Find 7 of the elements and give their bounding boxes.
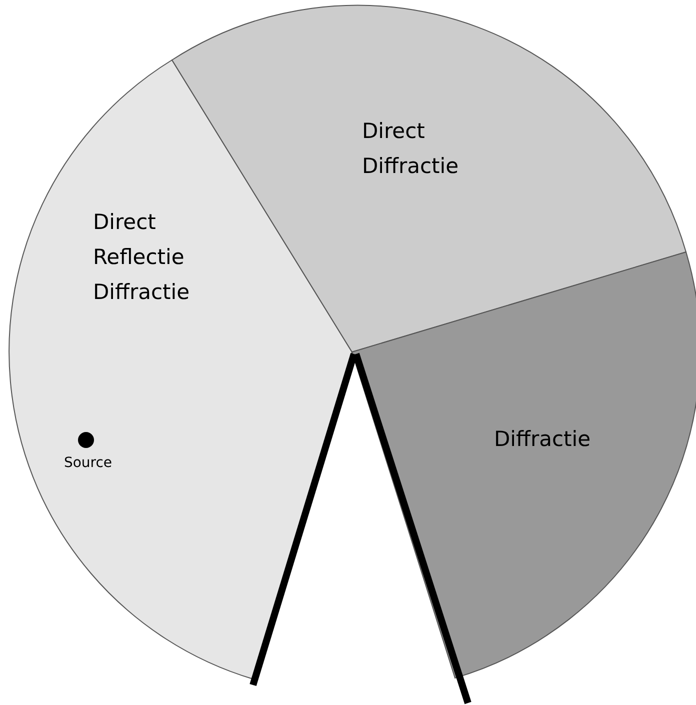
zone-label: Direct Diffractie (362, 118, 460, 180)
zone-sector (352, 252, 696, 678)
source-label: Source (64, 455, 112, 471)
zone-label: Diffractie (494, 426, 592, 453)
zone-sector (8, 60, 352, 680)
zone-label: Direct Reflectie Diffractie (93, 209, 191, 306)
source-dot (78, 432, 94, 448)
